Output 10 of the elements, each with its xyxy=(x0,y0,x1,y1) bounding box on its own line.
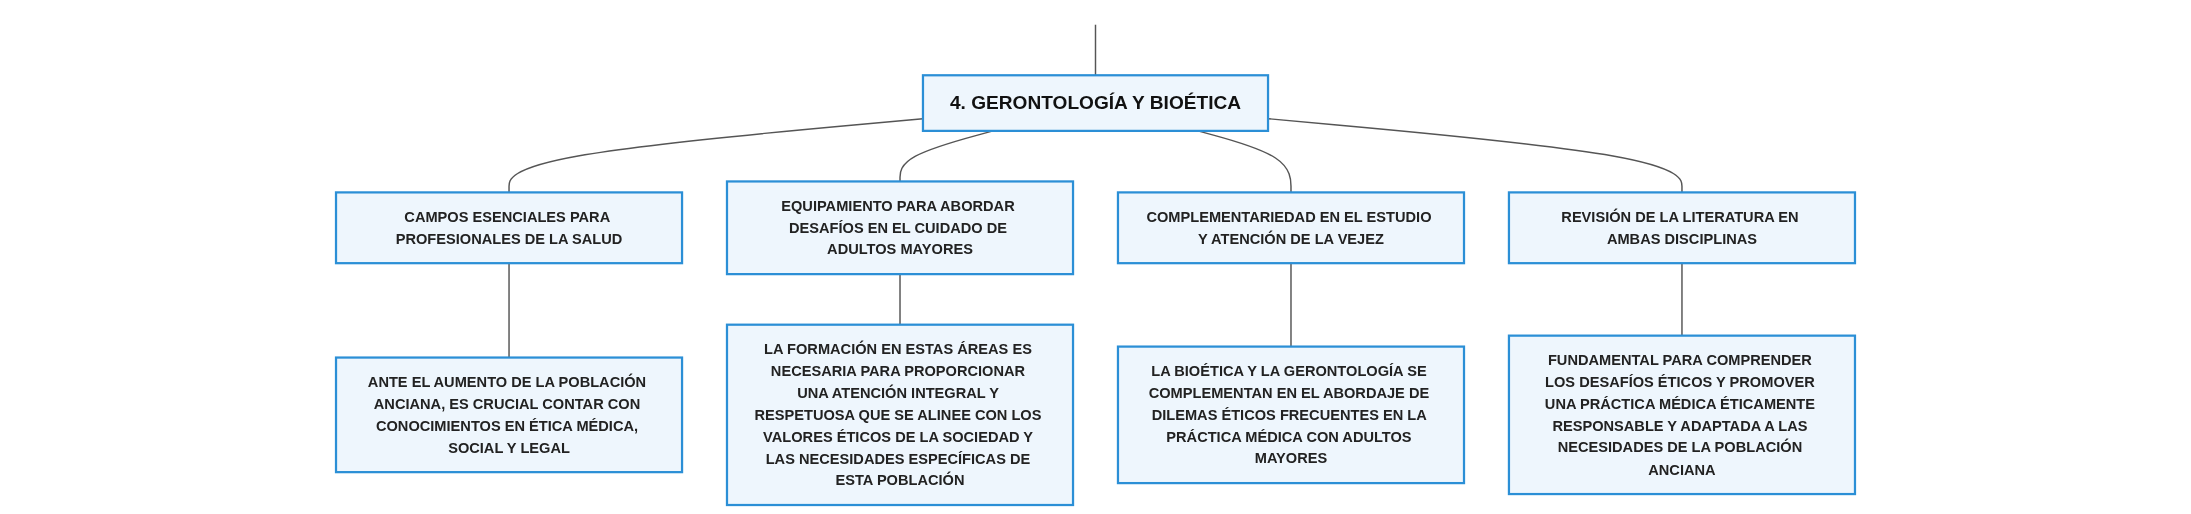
node-box: REVISIÓN DE LA LITERATURA EN AMBAS DISCIPLINAS xyxy=(1507,191,1857,265)
node-box: ANTE EL AUMENTO DE LA POBLACIÓN ANCIANA, ES CRUCIAL CONTAR CON CONOCIMIENTOS EN ÉTICA MÉDICA, SOCIAL Y LEGAL xyxy=(334,356,684,474)
node-box: CAMPOS ESENCIALES PARA PROFESIONALES DE LA SALUD xyxy=(334,191,684,265)
connector xyxy=(1094,24,1097,76)
node-box: COMPLEMENTARIEDAD EN EL ESTUDIO Y ATENCIÓN DE LA VEJEZ xyxy=(1116,191,1466,265)
node-box: EQUIPAMIENTO PARA ABORDAR DESAFÍOS EN EL CUIDADO DE ADULTOS MAYORES xyxy=(725,180,1075,276)
node-box: LA FORMACIÓN EN ESTAS ÁREAS ES NECESARIA PARA PROPORCIONAR UNA ATENCIÓN INTEGRAL Y RESPETUOSA QUE SE ALINEE CON LOS VALORES ÉTICOS DE LA SOCIEDAD Y LAS NECESIDADES ESPECÍFICAS DE ESTA POBLACIÓN xyxy=(725,323,1075,507)
node-box: LA BIOÉTICA Y LA GERONTOLOGÍA SE COMPLEMENTAN EN EL ABORDAJE DE DILEMAS ÉTICOS FRECUENTES EN LA PRÁCTICA MÉDICA CON ADULTOS MAYORES xyxy=(1116,345,1466,485)
node-box: FUNDAMENTAL PARA COMPRENDER LOS DESAFÍOS ÉTICOS Y PROMOVER UNA PRÁCTICA MÉDICA ÉTICAMENTE RESPONSABLE Y ADAPTADA A LAS NECESIDADES DE LA POBLACIÓN ANCIANA xyxy=(1507,334,1857,496)
node-box: 4. GERONTOLOGÍA Y BIOÉTICA xyxy=(921,74,1270,132)
